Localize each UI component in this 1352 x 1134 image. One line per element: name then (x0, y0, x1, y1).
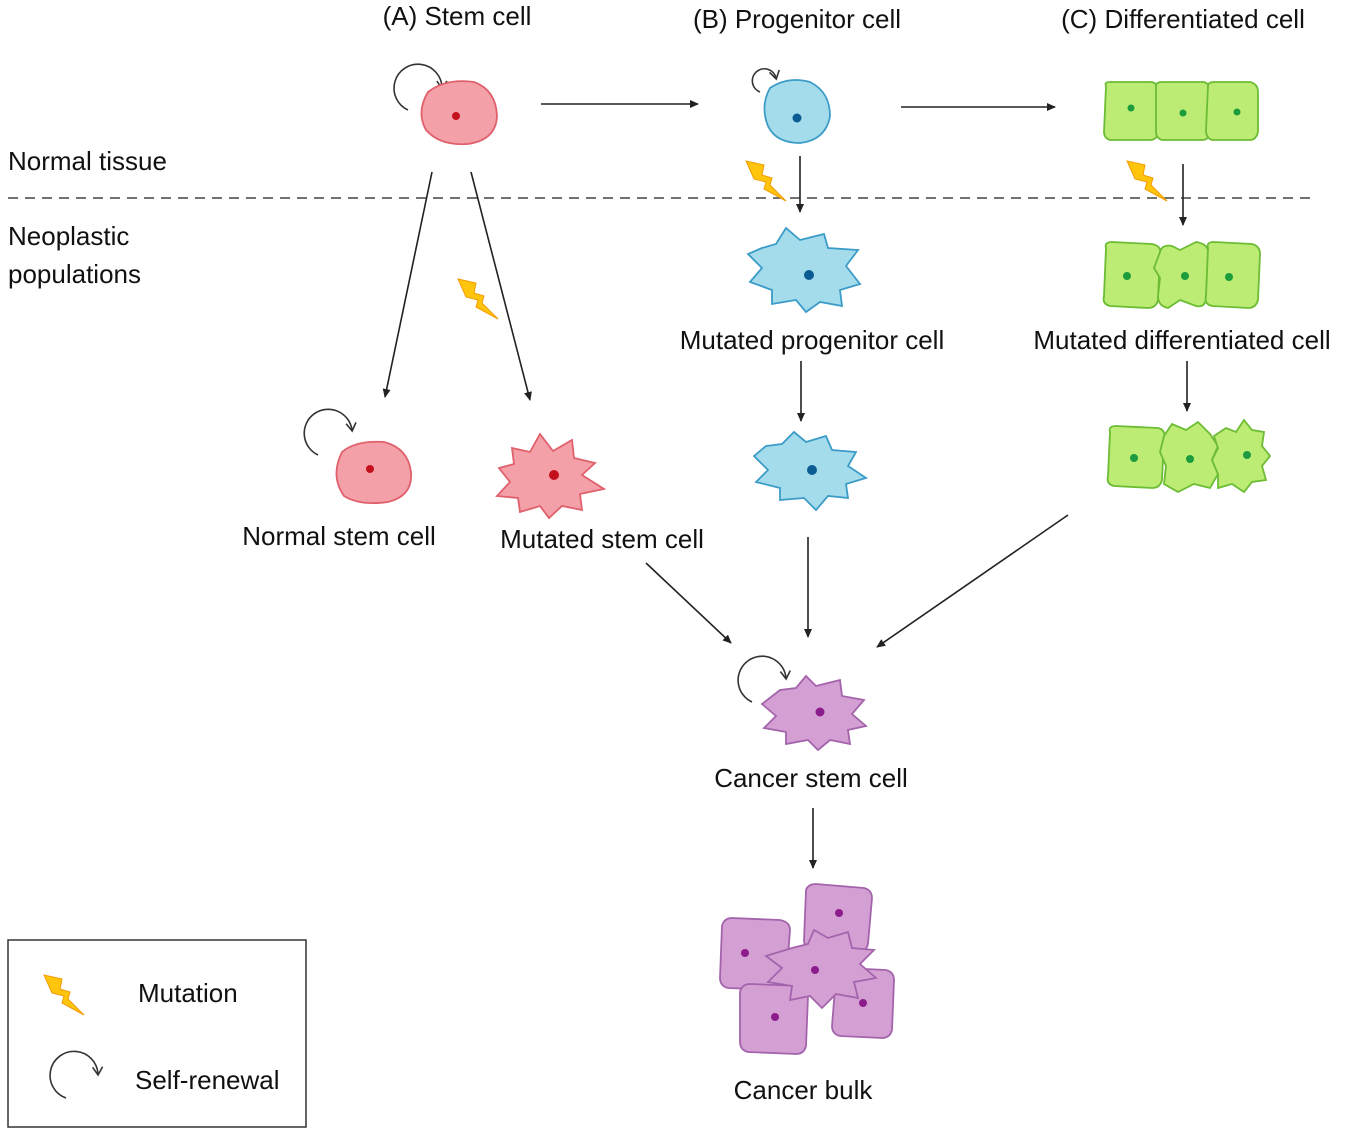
neoplastic-label-line2: populations (8, 259, 141, 289)
mutated-progenitor-cell-nucleus (804, 270, 814, 280)
mutated-stem-cell-nucleus (549, 470, 559, 480)
neoplastic-label-line1: Neoplastic (8, 221, 129, 251)
arrow-stem-to-mutated-stem (470, 171, 532, 401)
mutation-bolt-icon (745, 160, 787, 202)
stem-cell-header: (A) Stem cell (383, 1, 532, 31)
arrow-mutated-stem-to-cancer-stem (645, 562, 732, 644)
mutated-progenitor-cell (746, 226, 862, 314)
cancer-stem-cell (760, 674, 868, 752)
mutated-differentiated-cells-secondary (1106, 418, 1272, 494)
normal-stem-cell-nucleus (366, 465, 374, 473)
differentiated-cell-header: (C) Differentiated cell (1061, 4, 1305, 34)
cancer-bulk-cluster (719, 883, 895, 1055)
mutated-differentiated-cell-label: Mutated differentiated cell (1033, 325, 1330, 355)
arrow-differentiated-to-cancer-stem (876, 514, 1069, 648)
legend: Mutation Self-renewal (7, 939, 307, 1128)
progenitor-cell-header: (B) Progenitor cell (693, 4, 901, 34)
mutated-stem-cell-label: Mutated stem cell (500, 524, 704, 554)
mutation-bolt-icon (1126, 160, 1168, 202)
progenitor-cell (763, 79, 831, 144)
legend-box (7, 939, 307, 1128)
stem-cell-nucleus (452, 112, 460, 120)
self-renewal-icon (737, 655, 792, 703)
legend-self-renewal-label: Self-renewal (135, 1065, 280, 1095)
legend-mutation-label: Mutation (138, 978, 238, 1008)
normal-stem-cell-label: Normal stem cell (242, 521, 436, 551)
self-renewal-icon (393, 63, 448, 111)
normal-stem-cell (335, 440, 412, 505)
legend-self-renewal-icon (49, 1050, 104, 1099)
mutation-bolt-icon (457, 278, 499, 320)
stem-cell (420, 80, 498, 146)
mutated-differentiated-cells (1102, 241, 1261, 309)
self-renewal-icon (303, 408, 357, 456)
self-renewal-icon (751, 68, 780, 93)
cancer-stem-cell-nucleus (815, 707, 825, 717)
mutated-progenitor-secondary-nucleus (807, 465, 817, 475)
progenitor-cell-nucleus (792, 113, 802, 123)
mutated-progenitor-cell-label: Mutated progenitor cell (680, 325, 944, 355)
cancer-stem-cell-label: Cancer stem cell (714, 763, 908, 793)
differentiated-cells (1103, 81, 1259, 141)
normal-tissue-label: Normal tissue (8, 146, 167, 176)
arrow-stem-to-normal-stem (382, 171, 433, 398)
cancer-bulk-label: Cancer bulk (734, 1075, 874, 1105)
